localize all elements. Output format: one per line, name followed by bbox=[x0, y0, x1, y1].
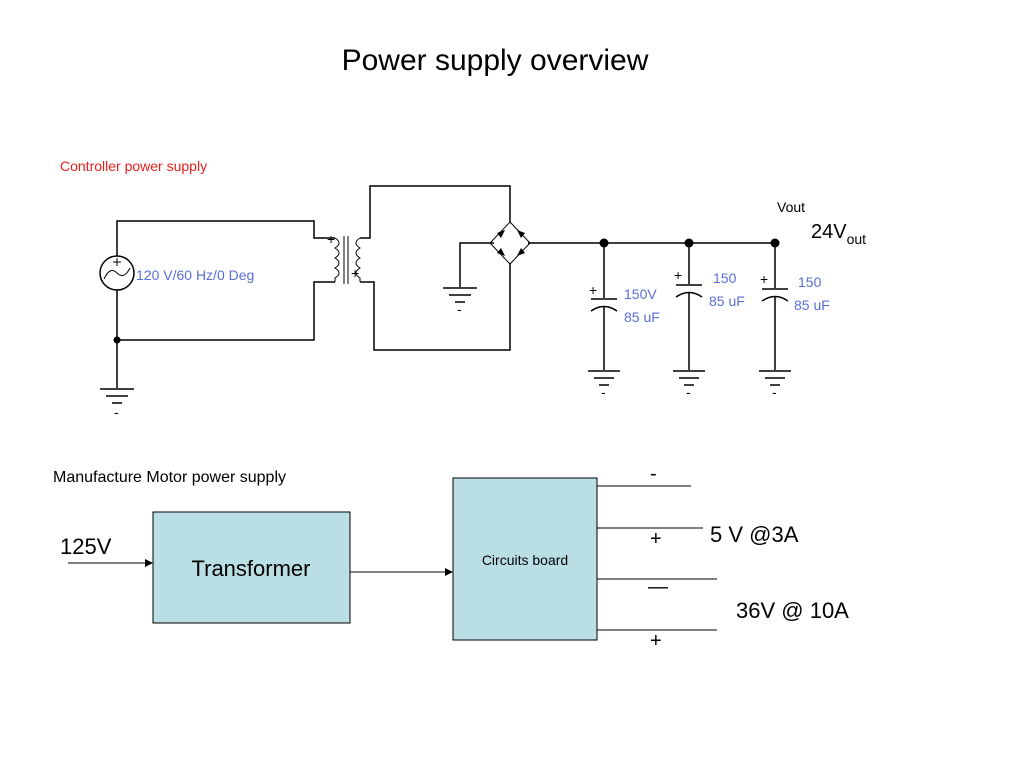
capacitor-3-capacitance: 85 uF bbox=[794, 297, 830, 313]
capacitor-2-voltage: 150 bbox=[713, 270, 737, 286]
svg-text:-: - bbox=[686, 384, 691, 400]
controller-heading: Controller power supply bbox=[60, 158, 207, 174]
output-36v-label: 36V @ 10A bbox=[736, 598, 849, 623]
circuits-board-box bbox=[452, 477, 598, 641]
terminal-4-sign: + bbox=[650, 630, 662, 652]
output-5v-label: 5 V @3A bbox=[710, 522, 799, 547]
output-terminals bbox=[597, 485, 717, 631]
source-label: 120 V/60 Hz/0 Deg bbox=[136, 267, 254, 283]
capacitor-1-voltage: 150V bbox=[624, 286, 657, 302]
capacitor-icon: + - bbox=[673, 238, 705, 400]
motor-heading: Manufacture Motor power supply bbox=[53, 469, 286, 486]
capacitor-icon: + - bbox=[759, 238, 791, 400]
svg-text:+: + bbox=[674, 267, 682, 283]
circuits-board-label: Circuits board bbox=[482, 552, 568, 568]
svg-text:+: + bbox=[351, 265, 359, 281]
ground-icon: - bbox=[443, 287, 477, 317]
input-voltage-label: 125V bbox=[60, 534, 112, 559]
primary-wiring bbox=[113, 220, 335, 388]
svg-text:+: + bbox=[327, 231, 335, 247]
svg-text:-: - bbox=[601, 384, 606, 400]
capacitor-icon: + - bbox=[588, 238, 620, 400]
ground-icon: - bbox=[100, 388, 134, 420]
vout-value: 24Vout bbox=[811, 221, 866, 247]
svg-text:+: + bbox=[760, 271, 768, 287]
vout-label: Vout bbox=[777, 199, 805, 215]
terminal-1-sign: - bbox=[650, 463, 657, 485]
transformer-box bbox=[152, 511, 351, 624]
terminal-3-sign: — bbox=[648, 576, 668, 598]
page-title: Power supply overview bbox=[342, 44, 649, 77]
capacitor-3-voltage: 150 bbox=[798, 274, 822, 290]
capacitor-2-capacitance: 85 uF bbox=[709, 293, 745, 309]
svg-text:+: + bbox=[589, 282, 597, 298]
svg-text:-: - bbox=[457, 301, 462, 317]
bridge-rectifier-icon bbox=[489, 221, 531, 265]
transformer-label: Transformer bbox=[192, 556, 311, 581]
terminal-2-sign: + bbox=[650, 528, 662, 550]
svg-text:-: - bbox=[114, 404, 119, 420]
ac-source-icon bbox=[99, 255, 135, 291]
capacitor-1-capacitance: 85 uF bbox=[624, 309, 660, 325]
transformer-icon: + + bbox=[327, 231, 361, 284]
svg-text:-: - bbox=[772, 384, 777, 400]
secondary-wiring bbox=[360, 185, 776, 351]
